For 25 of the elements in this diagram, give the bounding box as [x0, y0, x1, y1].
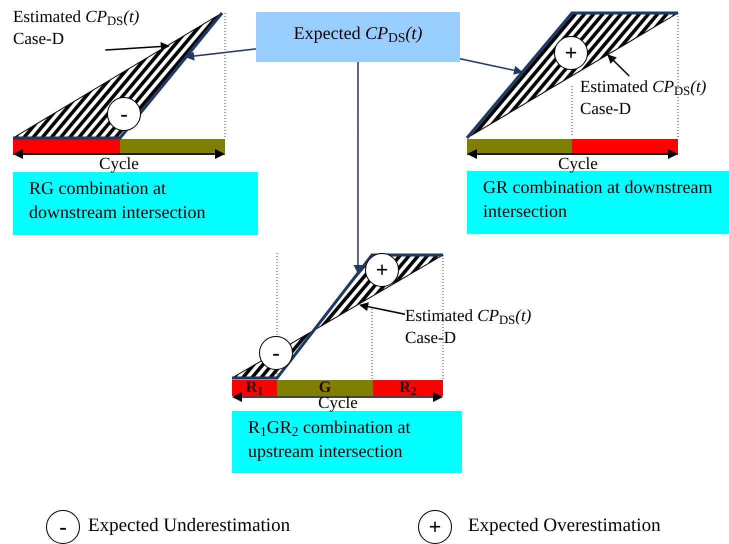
leader-arrow: [607, 54, 630, 77]
annotation-text: Estimated CP$_{DS}$(t) Case-D: [405, 305, 560, 355]
box-text: R$_{1}$GR$_{2}$ combination at upstream intersection: [248, 416, 412, 463]
phase-label: R$_{1}$: [244, 379, 264, 397]
leader-arrow: [105, 42, 170, 51]
caption-box: [232, 411, 462, 473]
phase-label: G: [318, 379, 332, 396]
dimension-label: Cycle: [98, 155, 140, 172]
arrow: [353, 62, 362, 274]
arrow: [185, 48, 256, 61]
annotation-text: Estimated CP$_{DS}$(t) Case-D: [580, 76, 729, 126]
phase-label: R$_{2}$: [398, 379, 418, 397]
dimension-label: Cycle: [317, 395, 359, 411]
leader-arrow: [359, 302, 406, 315]
arrow: [460, 58, 523, 75]
legend-text: Expected Overestimation: [468, 515, 661, 536]
caption-box: [467, 171, 729, 234]
annotation-text: Estimated CP$_{DS}$(t) Case-D: [13, 6, 155, 50]
box-text: RG combination at downstream intersection: [29, 177, 206, 224]
box-text: Expected CP$_{DS}$(t): [294, 22, 422, 47]
caption-box: [13, 172, 258, 235]
box-text: GR combination at downstream intersection: [483, 176, 714, 223]
expected-value-box: [256, 12, 460, 62]
legend-text: Expected Underestimation: [88, 515, 290, 536]
dimension-label: Cycle: [557, 155, 599, 172]
